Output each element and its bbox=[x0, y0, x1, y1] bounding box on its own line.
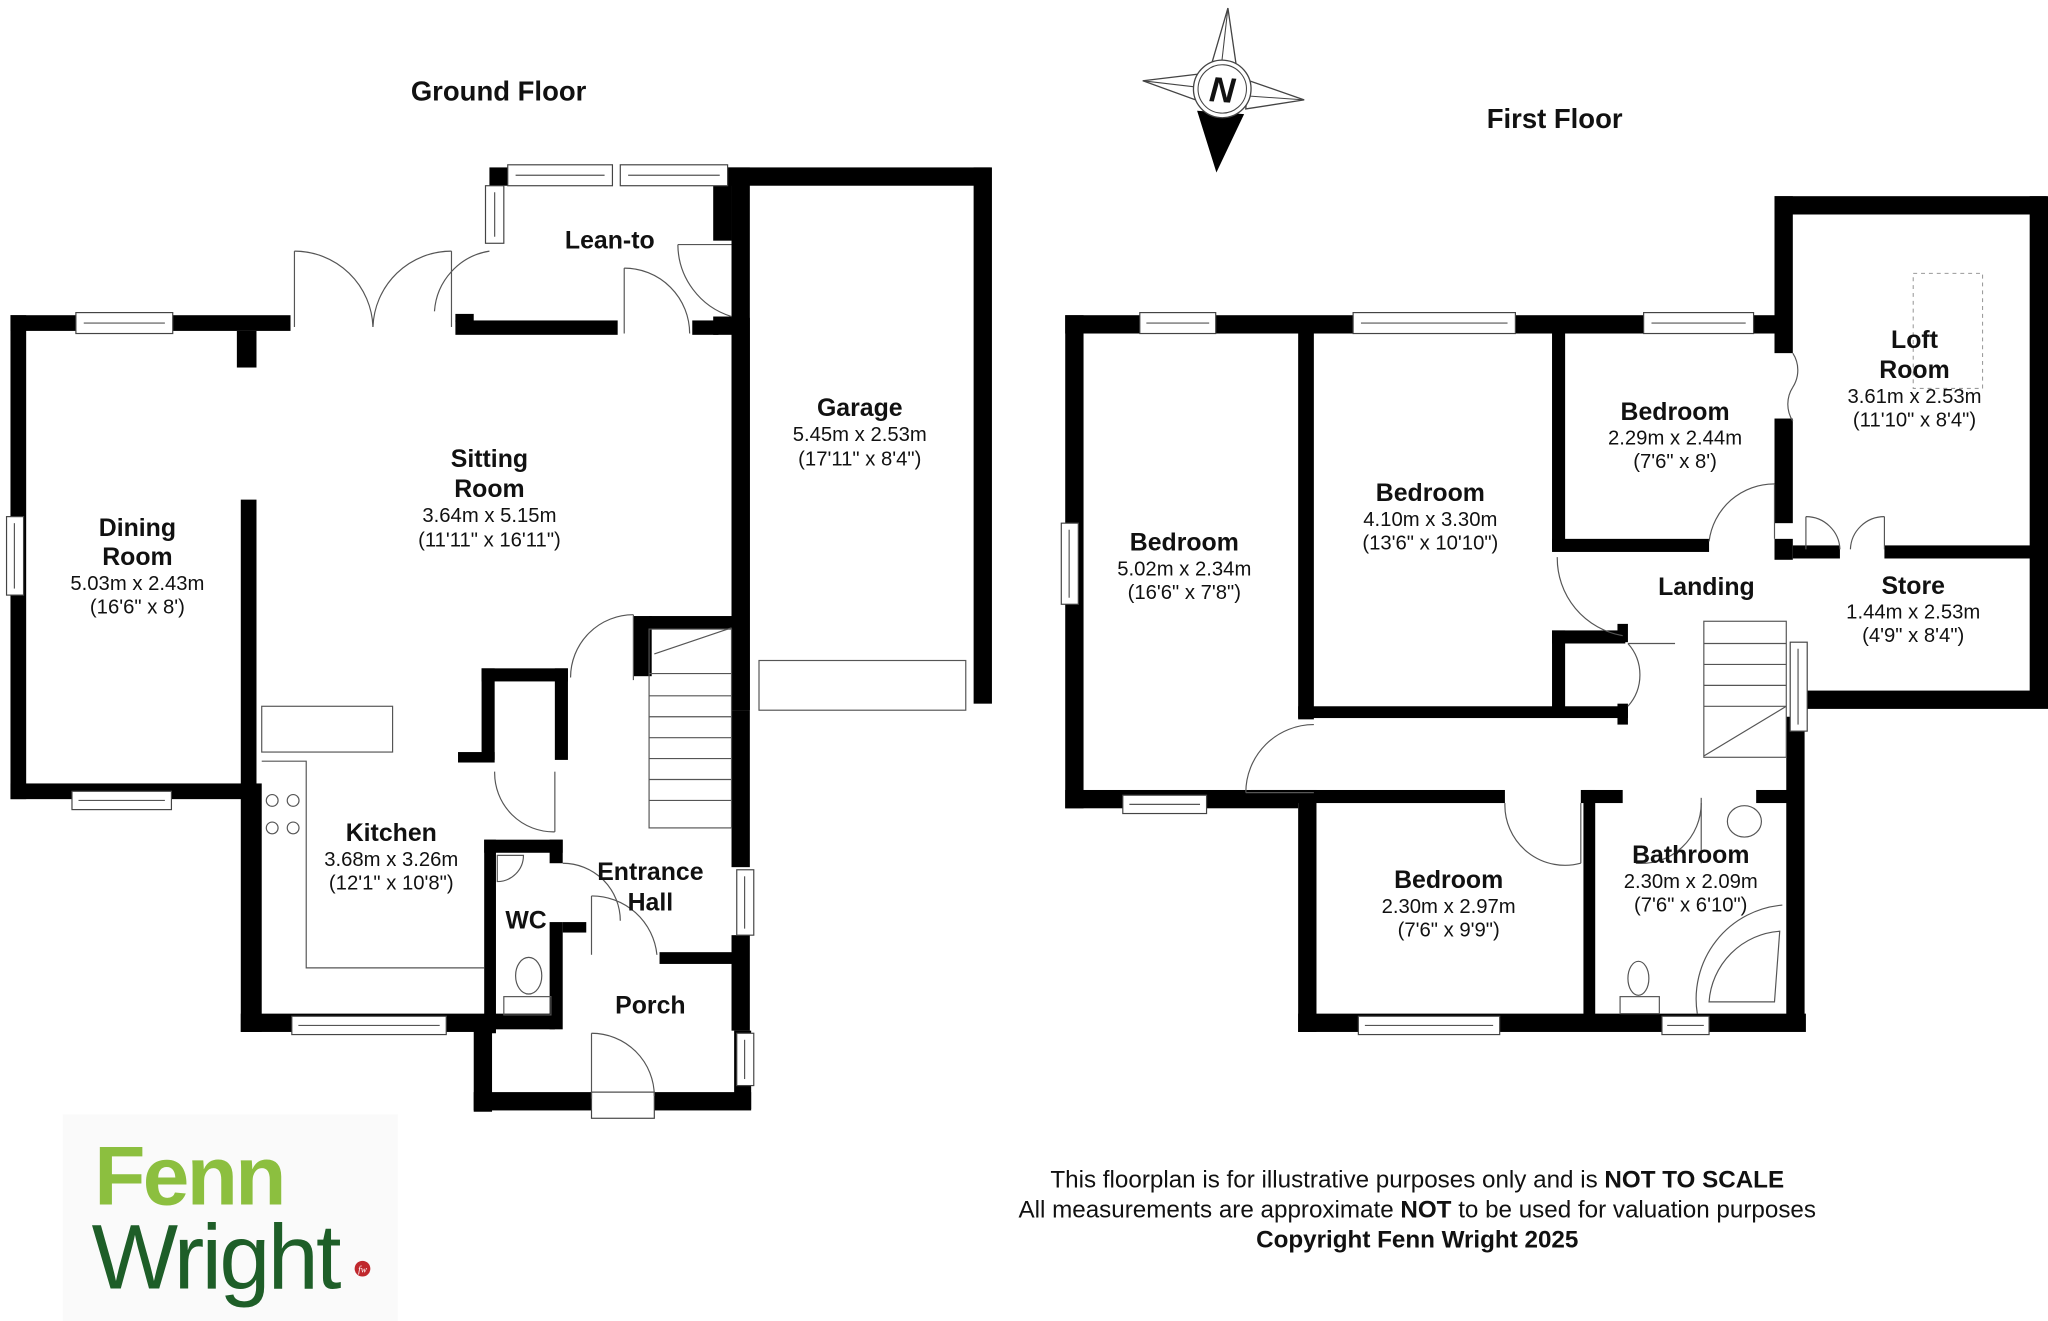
room-bedroom-west: Bedroom 5.02m x 2.34m (16'6" x 7'8") bbox=[1117, 530, 1251, 604]
svg-text:2.30m x 2.97m: 2.30m x 2.97m bbox=[1382, 896, 1516, 918]
svg-text:Garage: Garage bbox=[817, 395, 903, 422]
svg-text:5.03m x 2.43m: 5.03m x 2.43m bbox=[70, 573, 204, 595]
svg-text:Bathroom: Bathroom bbox=[1632, 842, 1749, 869]
svg-text:(7'6" x 6'10"): (7'6" x 6'10") bbox=[1634, 895, 1747, 917]
room-sitting-room: Sitting Room 3.64m x 5.15m (11'11" x 16'… bbox=[418, 446, 561, 552]
room-bedroom-small: Bedroom 2.29m x 2.44m (7'6" x 8') bbox=[1608, 399, 1742, 473]
room-bedroom-south: Bedroom 2.30m x 2.97m (7'6" x 9'9") bbox=[1382, 867, 1516, 941]
first-floor-title: First Floor bbox=[1487, 103, 1623, 134]
svg-text:(11'11" x 16'11"): (11'11" x 16'11") bbox=[418, 530, 561, 552]
disclaimer: This floorplan is for illustrative purpo… bbox=[1019, 1167, 1816, 1254]
svg-text:WC: WC bbox=[505, 908, 546, 935]
svg-text:Entrance: Entrance bbox=[597, 859, 703, 886]
first-floor-walls bbox=[1065, 196, 2048, 1032]
ground-floor-windows bbox=[5, 164, 967, 1119]
svg-text:(11'10" x 8'4"): (11'10" x 8'4") bbox=[1853, 409, 1976, 431]
room-entrance-hall: Entrance Hall bbox=[597, 859, 703, 916]
logo-wright-text: Wright bbox=[92, 1206, 341, 1308]
room-store: Store 1.44m x 2.53m (4'9" x 8'4") bbox=[1846, 573, 1980, 647]
room-kitchen: Kitchen 3.68m x 3.26m (12'1" x 10'8") bbox=[324, 820, 458, 894]
room-landing: Landing bbox=[1658, 574, 1755, 601]
compass-label: N bbox=[1208, 70, 1238, 111]
svg-text:fw: fw bbox=[358, 1265, 368, 1275]
room-wc: WC bbox=[505, 908, 546, 935]
room-dining-room: Dining Room 5.03m x 2.43m (16'6" x 8') bbox=[70, 515, 204, 618]
svg-text:3.61m x 2.53m: 3.61m x 2.53m bbox=[1847, 386, 1981, 408]
room-porch: Porch bbox=[615, 993, 685, 1020]
svg-text:5.02m x 2.34m: 5.02m x 2.34m bbox=[1117, 558, 1251, 580]
svg-text:Lean-to: Lean-to bbox=[565, 228, 655, 255]
svg-text:Landing: Landing bbox=[1658, 574, 1755, 601]
svg-text:4.10m x 3.30m: 4.10m x 3.30m bbox=[1363, 509, 1497, 531]
skylight-icon bbox=[1912, 272, 1984, 389]
logo-fenn-text: Fenn bbox=[94, 1129, 284, 1223]
svg-text:2.29m x 2.44m: 2.29m x 2.44m bbox=[1608, 428, 1742, 450]
svg-text:Bedroom: Bedroom bbox=[1621, 399, 1730, 426]
disclaimer-line-2: All measurements are approximate NOT to … bbox=[1019, 1197, 1816, 1224]
svg-text:3.68m x 3.26m: 3.68m x 3.26m bbox=[324, 849, 458, 871]
svg-text:Loft: Loft bbox=[1891, 327, 1938, 354]
svg-text:(12'1" x 10'8"): (12'1" x 10'8") bbox=[329, 872, 454, 894]
svg-text:1.44m x 2.53m: 1.44m x 2.53m bbox=[1846, 602, 1980, 624]
ground-floor-doors bbox=[261, 243, 733, 1099]
first-floor-doors bbox=[1245, 272, 1984, 1015]
svg-text:3.64m x 5.15m: 3.64m x 5.15m bbox=[422, 505, 556, 527]
room-loft-room: Loft Room 3.61m x 2.53m (11'10" x 8'4") bbox=[1847, 327, 1981, 431]
svg-text:Bedroom: Bedroom bbox=[1394, 867, 1503, 894]
compass-north-icon: N bbox=[1142, 7, 1305, 173]
logo-badge-icon bbox=[354, 1260, 371, 1277]
svg-text:Dining: Dining bbox=[99, 515, 176, 542]
svg-text:2.30m x 2.09m: 2.30m x 2.09m bbox=[1624, 871, 1758, 893]
svg-text:Hall: Hall bbox=[628, 889, 674, 916]
svg-text:Room: Room bbox=[454, 476, 524, 503]
svg-text:(16'6" x 7'8"): (16'6" x 7'8") bbox=[1128, 582, 1241, 604]
svg-text:Room: Room bbox=[102, 544, 172, 571]
svg-text:(4'9" x 8'4"): (4'9" x 8'4") bbox=[1862, 625, 1964, 647]
svg-text:(16'6" x 8'): (16'6" x 8') bbox=[90, 596, 185, 618]
svg-text:Kitchen: Kitchen bbox=[346, 820, 437, 847]
disclaimer-line-1: This floorplan is for illustrative purpo… bbox=[1050, 1167, 1784, 1194]
svg-text:Store: Store bbox=[1881, 573, 1945, 600]
svg-text:(7'6" x 9'9"): (7'6" x 9'9") bbox=[1398, 919, 1500, 941]
svg-text:(7'6" x 8'): (7'6" x 8') bbox=[1633, 451, 1717, 473]
svg-text:Porch: Porch bbox=[615, 993, 685, 1020]
room-lean-to: Lean-to bbox=[565, 228, 655, 255]
copyright-line: Copyright Fenn Wright 2025 bbox=[1256, 1227, 1578, 1254]
ground-floor-title: Ground Floor bbox=[411, 76, 587, 107]
fenn-wright-logo: Fenn Wright fw bbox=[62, 1114, 398, 1321]
svg-text:(13'6" x 10'10"): (13'6" x 10'10") bbox=[1362, 532, 1498, 554]
svg-text:Bedroom: Bedroom bbox=[1376, 480, 1485, 507]
room-garage: Garage 5.45m x 2.53m (17'11" x 8'4") bbox=[793, 395, 927, 471]
svg-text:Sitting: Sitting bbox=[451, 446, 528, 473]
room-bathroom: Bathroom 2.30m x 2.09m (7'6" x 6'10") bbox=[1624, 842, 1758, 916]
svg-text:5.45m x 2.53m: 5.45m x 2.53m bbox=[793, 424, 927, 446]
svg-text:Room: Room bbox=[1879, 357, 1949, 384]
ground-floor-walls bbox=[10, 167, 992, 1112]
first-floor-windows bbox=[1060, 312, 1808, 1036]
svg-text:(17'11" x 8'4"): (17'11" x 8'4") bbox=[798, 449, 921, 471]
room-bedroom-main: Bedroom 4.10m x 3.30m (13'6" x 10'10") bbox=[1362, 480, 1498, 554]
svg-text:Bedroom: Bedroom bbox=[1130, 530, 1239, 557]
